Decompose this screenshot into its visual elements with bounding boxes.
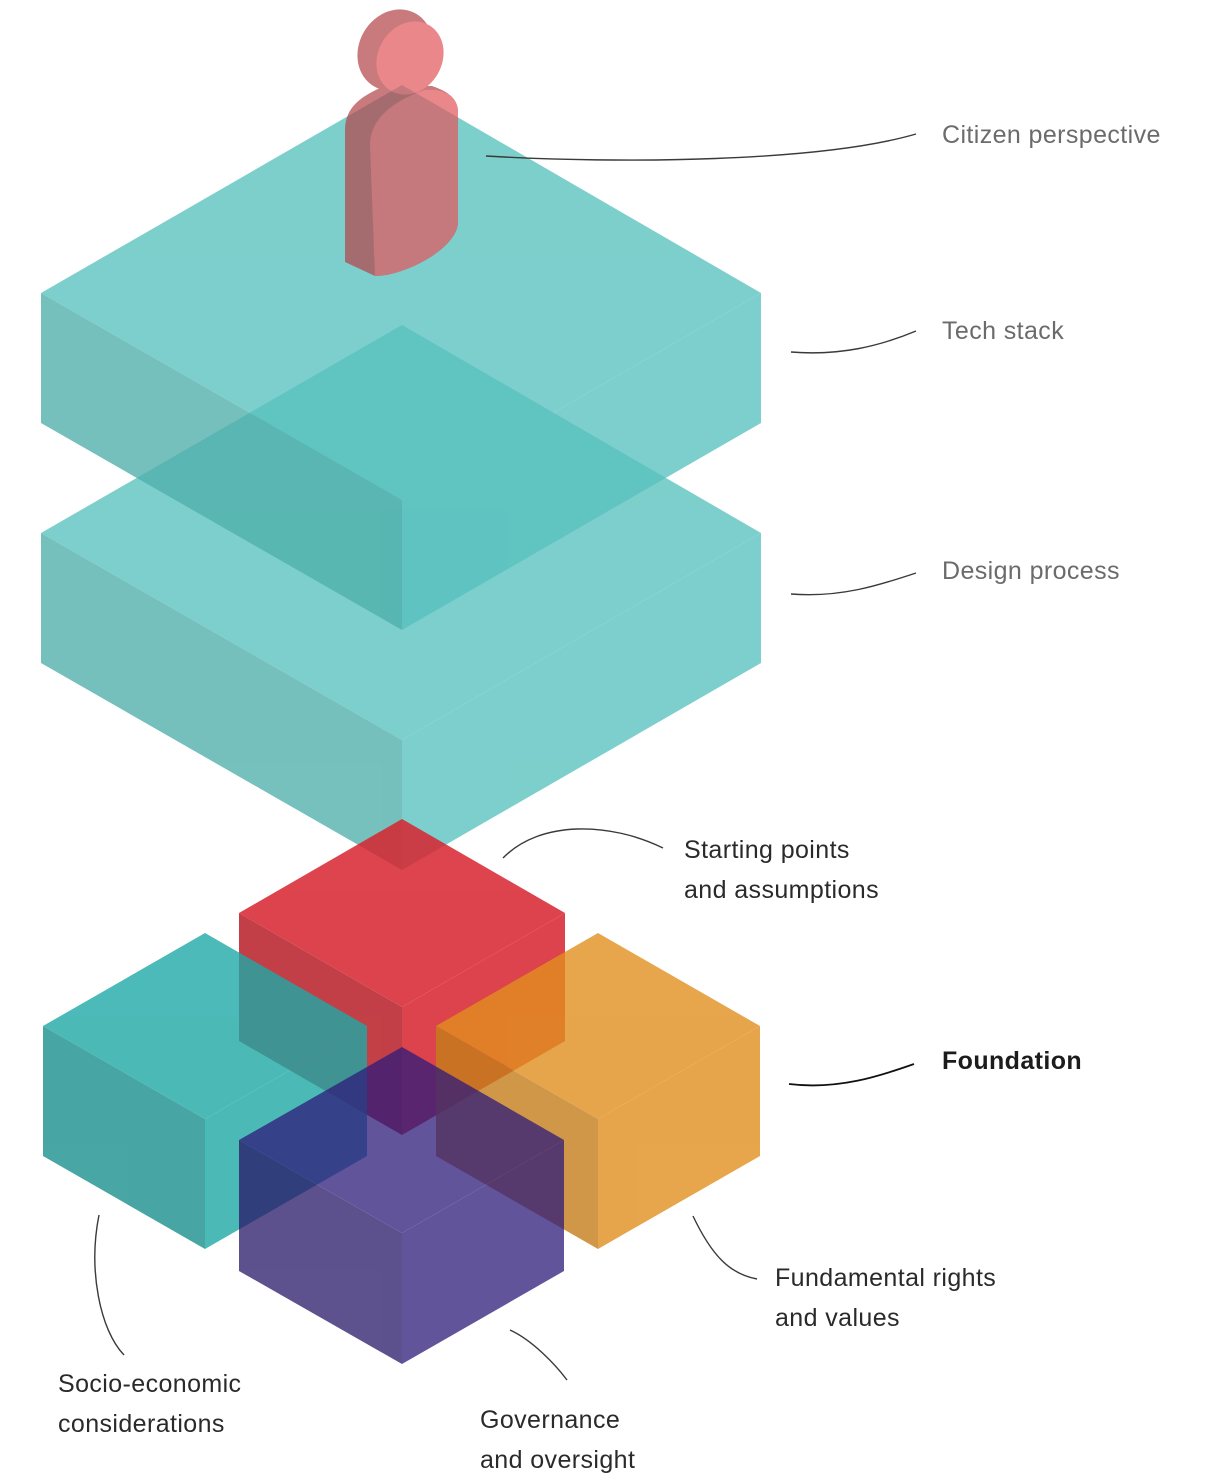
leader-lines <box>94 133 917 1381</box>
label-governance: Governance and oversight <box>480 1400 635 1480</box>
label-foundation: Foundation <box>942 1047 1083 1075</box>
governance-top <box>239 1047 564 1233</box>
label-fundamental-rights: Fundamental rights and values <box>775 1258 996 1338</box>
block-governance <box>239 1047 564 1364</box>
label-design-process: Design process <box>942 557 1120 585</box>
person-head <box>376 21 444 95</box>
leader-foundation <box>788 1063 915 1087</box>
socio-left <box>43 1026 205 1249</box>
label-citizen-perspective: Citizen perspective <box>942 121 1161 149</box>
leader-citizen <box>485 133 917 161</box>
label-governance-line2: and oversight <box>480 1446 636 1474</box>
person-icon <box>345 9 458 276</box>
tech-slab-top <box>41 85 761 500</box>
label-starting-points: Starting points and assumptions <box>684 830 879 910</box>
label-rights-line2: and values <box>775 1304 900 1332</box>
person-body-front <box>370 89 458 276</box>
label-socio-line2: considerations <box>58 1410 225 1438</box>
rights-right <box>598 1026 760 1249</box>
leader-rights <box>692 1215 758 1280</box>
label-starting-line1: Starting points <box>684 836 850 864</box>
design-slab-right <box>402 533 761 870</box>
leader-governance <box>509 1329 568 1381</box>
tech-slab-left <box>41 293 402 630</box>
design-slab-left <box>41 533 402 870</box>
governance-left <box>239 1140 402 1364</box>
label-governance-line1: Governance <box>480 1406 621 1434</box>
label-rights-line1: Fundamental rights <box>775 1264 997 1292</box>
label-socio-line1: Socio-economic <box>58 1370 242 1398</box>
governance-right <box>402 1140 564 1364</box>
label-starting-line2: and assumptions <box>684 876 880 904</box>
tech-stack-slab <box>41 85 761 630</box>
leader-starting <box>502 828 664 859</box>
leader-socio <box>94 1214 125 1356</box>
tech-slab-right <box>402 293 761 630</box>
label-socio-economic: Socio-economic considerations <box>58 1364 241 1444</box>
leader-design <box>790 572 917 596</box>
leader-tech <box>790 330 917 354</box>
label-tech-stack: Tech stack <box>942 317 1065 345</box>
